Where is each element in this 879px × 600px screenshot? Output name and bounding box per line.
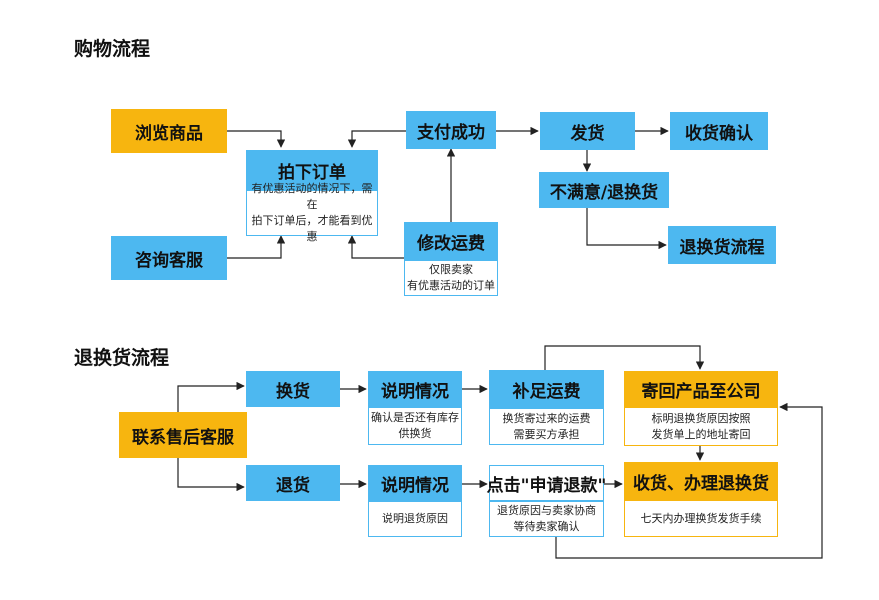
refund-node: 退货 [246, 465, 340, 501]
send-back-product-note: 标明退换货原因按照发货单上的地址寄回 [624, 407, 778, 446]
arrow-contact-to-exchange [177, 381, 245, 412]
payment-success-node: 支付成功 [406, 111, 496, 149]
place-order-note: 有优惠活动的情况下，需在拍下订单后，才能看到优惠 [246, 182, 378, 243]
apply-refund-note: 退货原因与卖家协商等待卖家确认 [489, 501, 604, 537]
arrow-modify-to-order [347, 235, 406, 259]
arrow-pay-to-order [347, 130, 406, 148]
explain-situation-node-top: 说明情况 [368, 371, 462, 407]
modify-shipping-fee-note: 仅限卖家有优惠活动的订单 [404, 260, 498, 296]
arrow-unsatisfied-to-return [586, 208, 667, 250]
arrow-contact-to-refund [177, 458, 245, 492]
modify-shipping-fee-node: 修改运费 [404, 222, 498, 260]
explain-situation-note-top: 确认是否还有库存供换货 [368, 407, 462, 445]
return-flow-title: 退换货流程 [74, 347, 170, 369]
explain-situation-note-bottom: 说明退货原因 [368, 501, 462, 537]
send-back-product-node: 寄回产品至公司 [624, 371, 778, 407]
receive-and-process-note: 七天内办理换货发货手续 [624, 500, 778, 537]
shopping-flow-title: 购物流程 [74, 38, 151, 60]
ship-goods-node: 发货 [540, 112, 635, 150]
explain-situation-node-bottom: 说明情况 [368, 465, 462, 501]
apply-refund-node: 点击"申请退款" [487, 465, 606, 501]
unsatisfied-return-node: 不满意/退换货 [539, 172, 669, 208]
return-flow-node: 退换货流程 [668, 226, 776, 264]
arrow-supplement-to-send-back [544, 345, 705, 370]
place-order-node: 拍下订单 [246, 150, 378, 190]
exchange-node: 换货 [246, 371, 340, 407]
supplement-shipping-fee-node: 补足运费 [489, 370, 604, 408]
receive-and-process-node: 收货、办理退换货 [624, 462, 778, 500]
browse-products-node: 浏览商品 [111, 109, 227, 153]
confirm-receipt-node: 收货确认 [670, 112, 768, 150]
contact-after-sales-node: 联系售后客服 [119, 412, 247, 458]
arrow-browse-to-order [227, 130, 286, 148]
consult-service-node: 咨询客服 [111, 236, 227, 280]
arrow-click-refund-loop-to-send-back [555, 402, 823, 559]
arrow-consult-to-order [227, 235, 286, 259]
supplement-shipping-fee-note: 换货寄过来的运费需要买方承担 [489, 408, 604, 445]
